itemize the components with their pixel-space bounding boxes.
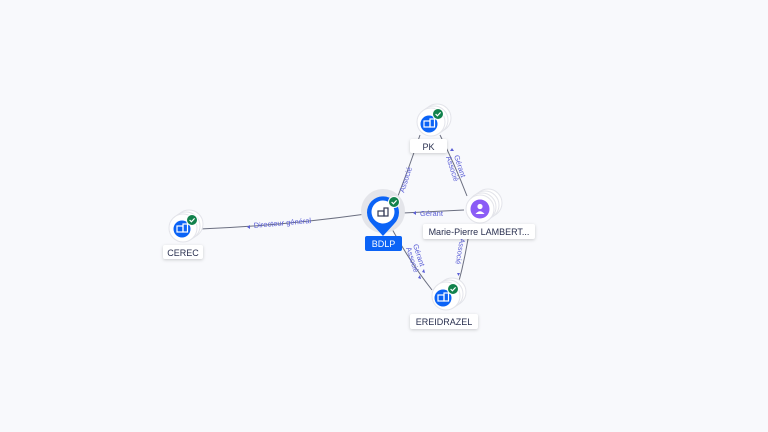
edge-label: Associé: [453, 238, 466, 265]
edge-bdlp-cerec[interactable]: Directeur général: [199, 213, 367, 230]
arrow-icon: [422, 269, 425, 273]
verified-check-icon: [185, 213, 199, 227]
node-label: CEREC: [167, 248, 199, 258]
node-marie-pierre[interactable]: Marie-Pierre LAMBERT...: [423, 188, 535, 239]
edge-label: Associé: [397, 166, 414, 194]
arrow-icon: [450, 148, 454, 151]
node-label: EREIDRAZEL: [416, 317, 473, 327]
building-icon: [377, 207, 389, 217]
edge-marie-bdlp[interactable]: Gérant: [402, 209, 465, 218]
verified-check-icon: [431, 107, 445, 121]
verified-check-icon: [387, 195, 401, 209]
verified-check-icon: [446, 282, 460, 296]
node-bdlp[interactable]: BDLP: [361, 189, 405, 251]
arrow-icon: [418, 275, 421, 279]
node-label: Marie-Pierre LAMBERT...: [429, 227, 530, 237]
person-icon: [475, 203, 485, 214]
arrow-icon: [247, 225, 250, 229]
node-label: PK: [422, 142, 434, 152]
node-pk[interactable]: PK: [410, 103, 452, 153]
node-label: BDLP: [372, 239, 396, 249]
node-cerec[interactable]: CEREC: [163, 209, 204, 259]
arrow-icon: [457, 273, 460, 276]
arrow-icon: [413, 211, 416, 215]
edge-label: Gérant: [420, 209, 444, 218]
edge-label: Directeur général: [253, 216, 311, 230]
node-ereidrazel[interactable]: EREIDRAZEL: [410, 277, 478, 329]
